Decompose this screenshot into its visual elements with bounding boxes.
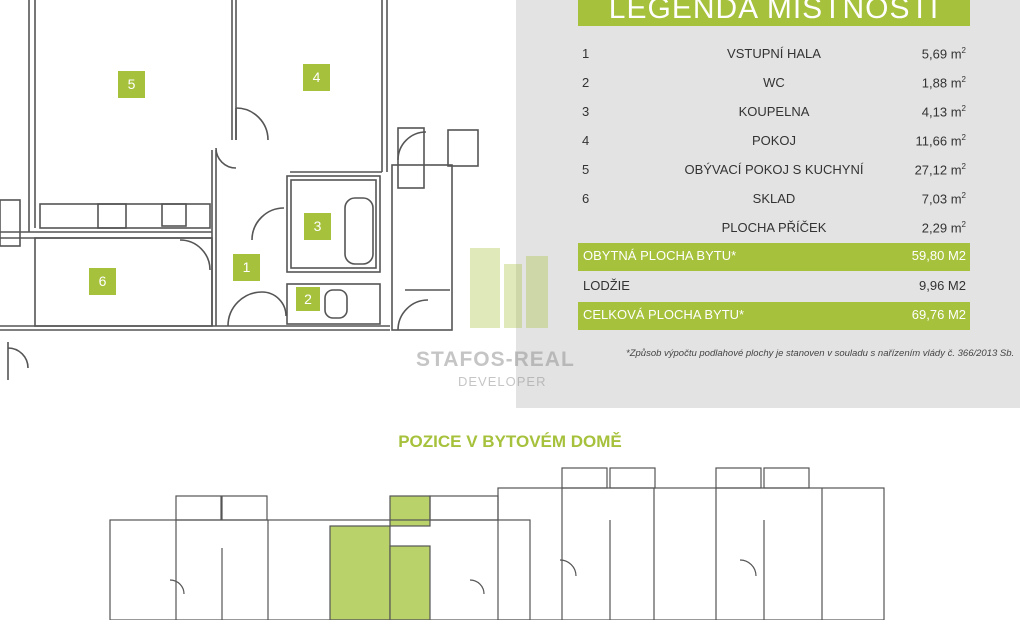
room-label-2: 2 [296,287,320,311]
room-area-value: 7,03 m [921,191,962,207]
room-area: 27,12 m2 [915,162,966,177]
unit-superscript: 2 [961,133,966,142]
watermark-logo [470,248,548,328]
room-label-4: 4 [303,64,330,91]
room-area: 5,69 m2 [922,46,966,61]
area-footnote: *Způsob výpočtu podlahové plochy je stan… [626,348,1015,359]
legend-panel [516,0,1020,408]
room-area-value: 5,69 m [921,46,962,62]
legend-title: LEGENDA MÍSTNOSTÍ [578,0,970,26]
position-title: POZICE V BYTOVÉM DOMĚ [398,432,622,451]
unit-superscript: 2 [961,75,966,84]
room-name: SKLAD [752,191,796,206]
room-label-3: 3 [304,213,331,240]
room-area-value: 1,88 m [921,75,962,91]
room-name: WC [763,75,785,90]
room-name: OBÝVACÍ POKOJ S KUCHYNÍ [684,162,864,177]
legend-row: 3 KOUPELNA 4,13 m2 [578,99,970,125]
legend-row: 6 SKLAD 7,03 m2 [578,186,970,212]
legend-row: 1 VSTUPNÍ HALA 5,69 m2 [578,41,970,67]
loggia-label: LODŽIE [583,278,630,293]
legend-row: PLOCHA PŘÍČEK 2,29 m2 [578,215,970,241]
unit-superscript: 2 [961,104,966,113]
room-number: 2 [582,75,590,90]
unit-superscript: 2 [961,220,966,229]
loggia-row: LODŽIE 9,96 M2 [578,273,970,299]
living-area-row: OBYTNÁ PLOCHA BYTU* 59,80 M2 [578,243,970,271]
room-number: 6 [582,191,590,206]
total-area-label: CELKOVÁ PLOCHA BYTU* [583,307,745,322]
room-area: 11,66 m2 [916,133,966,148]
room-area-value: 4,13 m [921,104,962,120]
living-area-value: 59,80 M2 [911,248,966,263]
unit-superscript: 2 [961,191,966,200]
room-name: PLOCHA PŘÍČEK [721,220,827,235]
room-area: 2,29 m2 [922,220,966,235]
room-name: VSTUPNÍ HALA [727,46,821,61]
room-area: 1,88 m2 [922,75,966,90]
room-name: POKOJ [751,133,797,148]
watermark-text: STAFOS-REAL [416,348,575,371]
room-area: 7,03 m2 [922,191,966,206]
room-label-6: 6 [89,268,116,295]
loggia-value: 9,96 M2 [919,278,966,293]
unit-superscript: 2 [961,46,966,55]
room-area-value: 27,12 m [914,162,962,178]
total-area-value: 69,76 M2 [911,307,966,322]
room-label-1: 1 [233,254,260,281]
room-area-value: 11,66 m [915,133,962,149]
living-area-label: OBYTNÁ PLOCHA BYTU* [583,248,737,263]
room-area: 4,13 m2 [922,104,966,119]
room-number: 3 [582,104,590,119]
legend-row: 4 POKOJ 11,66 m2 [578,128,970,154]
unit-superscript: 2 [961,162,966,171]
room-number: 5 [582,162,590,177]
room-area-value: 2,29 m [921,220,962,236]
room-name: KOUPELNA [738,104,810,119]
watermark-subtext: DEVELOPER [458,374,547,389]
legend-row: 5 OBÝVACÍ POKOJ S KUCHYNÍ 27,12 m2 [578,157,970,183]
room-number: 1 [582,46,590,61]
room-number: 4 [582,133,590,148]
room-label-5: 5 [118,71,145,98]
total-area-row: CELKOVÁ PLOCHA BYTU* 69,76 M2 [578,302,970,330]
legend-title-text: LEGENDA MÍSTNOSTÍ [608,0,940,25]
